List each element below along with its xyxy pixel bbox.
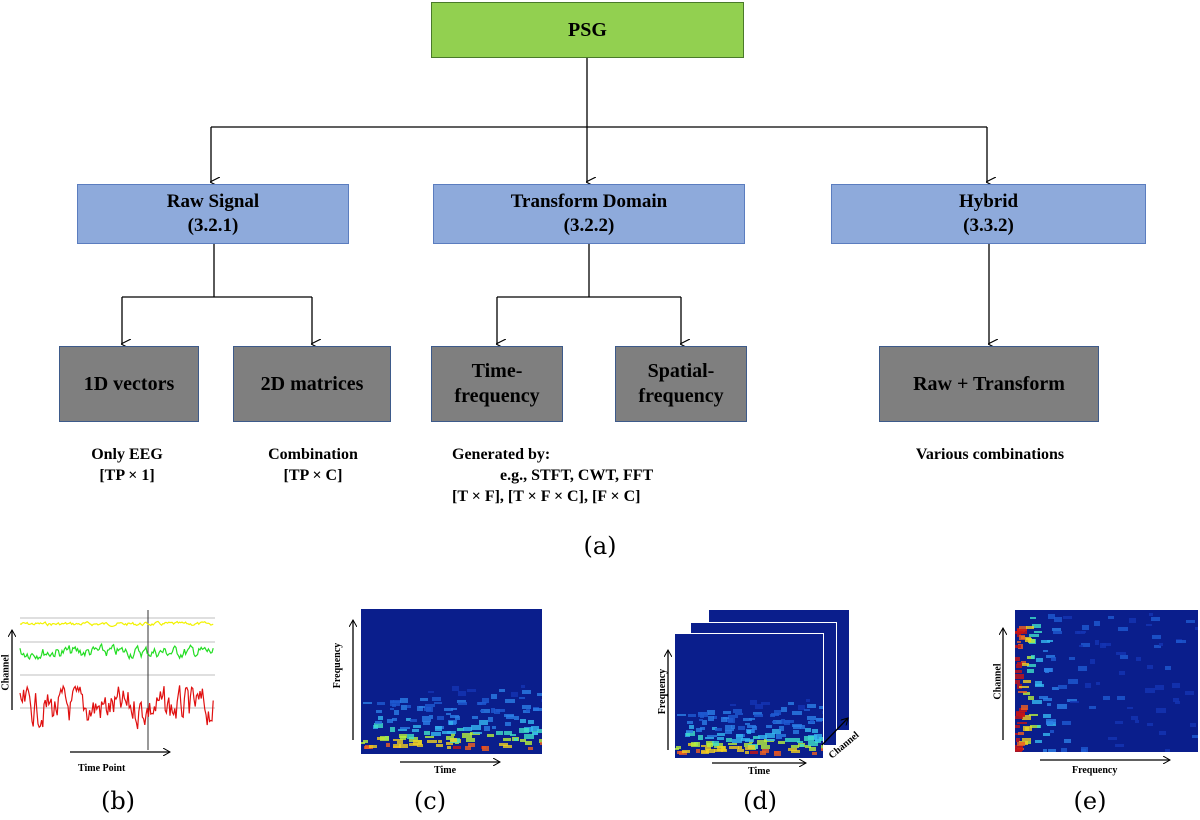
signal-green (19, 642, 214, 661)
generated-line3: [T × F], [T × F × C], [F × C] (452, 487, 641, 505)
1d-vectors-label: 1D vectors (83, 372, 175, 395)
panel-c-axes (330, 600, 550, 780)
hybrid-node: Hybrid (3.3.2) (831, 184, 1146, 244)
generated-line1: Generated by: (452, 446, 551, 463)
transform-domain-title: Transform Domain (510, 191, 668, 213)
spatial-frequency-label-1: Spatial- (647, 360, 715, 382)
spatial-frequency-label-2: frequency (638, 385, 724, 407)
generated-note: Generated by: e.g., STFT, CWT, FFT [T × … (452, 445, 722, 507)
2d-matrices-label: 2D matrices (260, 372, 364, 395)
caption-c: (c) (413, 787, 447, 815)
time-frequency-spectrogram (361, 609, 542, 754)
psg-root-node: PSG (431, 2, 744, 58)
only-eeg-line2: [TP × 1] (99, 466, 155, 484)
time-frequency-label-1: Time- (471, 360, 523, 382)
spatial-frequency-map (1015, 610, 1198, 752)
only-eeg-note: Only EEG [TP × 1] (62, 445, 192, 487)
panel-c-xlabel: Time (434, 765, 457, 776)
time-frequency-node: Time- frequency (431, 346, 563, 422)
time-frequency-label-2: frequency (454, 385, 540, 407)
combination-line2: [TP × C] (283, 466, 343, 484)
raw-transform-label: Raw + Transform (913, 372, 1065, 395)
various-note: Various combinations (880, 445, 1100, 466)
only-eeg-line1: Only EEG (91, 446, 163, 463)
raw-transform-node: Raw + Transform (879, 346, 1099, 422)
caption-d: (d) (742, 787, 778, 815)
caption-b: (b) (100, 787, 136, 815)
hybrid-title: Hybrid (958, 191, 1019, 213)
combination-note: Combination [TP × C] (243, 445, 383, 487)
generated-line2: e.g., STFT, CWT, FFT (500, 466, 654, 484)
signal-red (19, 684, 214, 730)
1d-vectors-node: 1D vectors (59, 346, 199, 422)
caption-a: (a) (583, 532, 617, 560)
panel-d-ylabel: Frequency (657, 668, 669, 715)
psg-label: PSG (568, 18, 607, 41)
panel-e-ylabel: Channel (992, 663, 1004, 700)
raw-signal-title: Raw Signal (166, 191, 260, 213)
spatial-frequency-node: Spatial- frequency (615, 346, 747, 422)
various-line1: Various combinations (915, 446, 1065, 463)
raw-signal-panel (0, 610, 215, 780)
panel-e-axes (990, 600, 1200, 780)
2d-matrices-node: 2D matrices (233, 346, 391, 422)
panel-e-xlabel: Frequency (1072, 765, 1118, 776)
stacked-spectrogram-front (674, 633, 824, 759)
panel-d-axes (650, 600, 880, 780)
panel-d-xlabel: Time (748, 766, 771, 777)
raw-signal-section: (3.2.1) (187, 215, 239, 236)
panel-c-ylabel: Frequency (332, 642, 344, 689)
hybrid-section: (3.3.2) (963, 215, 1014, 236)
transform-domain-section: (3.2.2) (563, 215, 615, 236)
panel-b-ylabel: Channel (0, 654, 12, 691)
transform-domain-node: Transform Domain (3.2.2) (433, 184, 745, 244)
panel-b-xlabel: Time Point (78, 763, 126, 774)
caption-e: (e) (1073, 787, 1107, 815)
raw-signal-node: Raw Signal (3.2.1) (77, 184, 349, 244)
signal-yellow (19, 620, 214, 627)
combination-line1: Combination (268, 446, 358, 463)
